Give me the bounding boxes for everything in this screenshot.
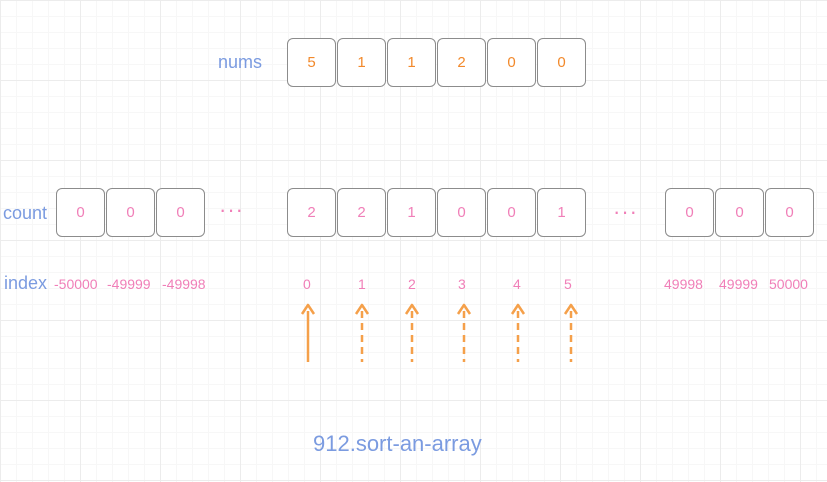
- index-value: 2: [408, 276, 416, 292]
- index-value: 3: [458, 276, 466, 292]
- count-cell: 0: [665, 188, 714, 237]
- index-value: -49998: [162, 276, 206, 292]
- arrow-head: [404, 303, 420, 315]
- index-value: 0: [303, 276, 311, 292]
- nums-cell: 2: [437, 38, 486, 87]
- index-value: -49999: [107, 276, 151, 292]
- index-value: 49999: [719, 276, 758, 292]
- arrow-head: [510, 303, 526, 315]
- count-cell: 0: [765, 188, 814, 237]
- count-cell: 0: [156, 188, 205, 237]
- index-value: 50000: [769, 276, 808, 292]
- nums-cell: 1: [387, 38, 436, 87]
- count-cell: 0: [106, 188, 155, 237]
- count-cell: 2: [287, 188, 336, 237]
- ellipsis-right: ···: [613, 199, 638, 224]
- nums-cell: 5: [287, 38, 336, 87]
- nums-cell: 0: [487, 38, 536, 87]
- count-cell: 1: [387, 188, 436, 237]
- index-value: 49998: [664, 276, 703, 292]
- index-value: 4: [513, 276, 521, 292]
- ellipsis-left: ···: [219, 197, 244, 222]
- caption: 912.sort-an-array: [313, 431, 482, 456]
- arrow-head: [354, 303, 370, 315]
- arrow-head: [300, 303, 316, 315]
- nums-label: nums: [218, 52, 263, 72]
- arrow-head: [456, 303, 472, 315]
- count-cell: 1: [537, 188, 586, 237]
- count-label: count: [3, 203, 48, 223]
- count-cell: 0: [56, 188, 105, 237]
- nums-cell: 1: [337, 38, 386, 87]
- arrow-head: [563, 303, 579, 315]
- count-cell: 2: [337, 188, 386, 237]
- index-value: 5: [564, 276, 572, 292]
- count-cell: 0: [487, 188, 536, 237]
- index-value: 1: [358, 276, 366, 292]
- index-value: -50000: [54, 276, 98, 292]
- index-label: index: [4, 273, 48, 293]
- nums-cell: 0: [537, 38, 586, 87]
- count-cell: 0: [437, 188, 486, 237]
- count-cell: 0: [715, 188, 764, 237]
